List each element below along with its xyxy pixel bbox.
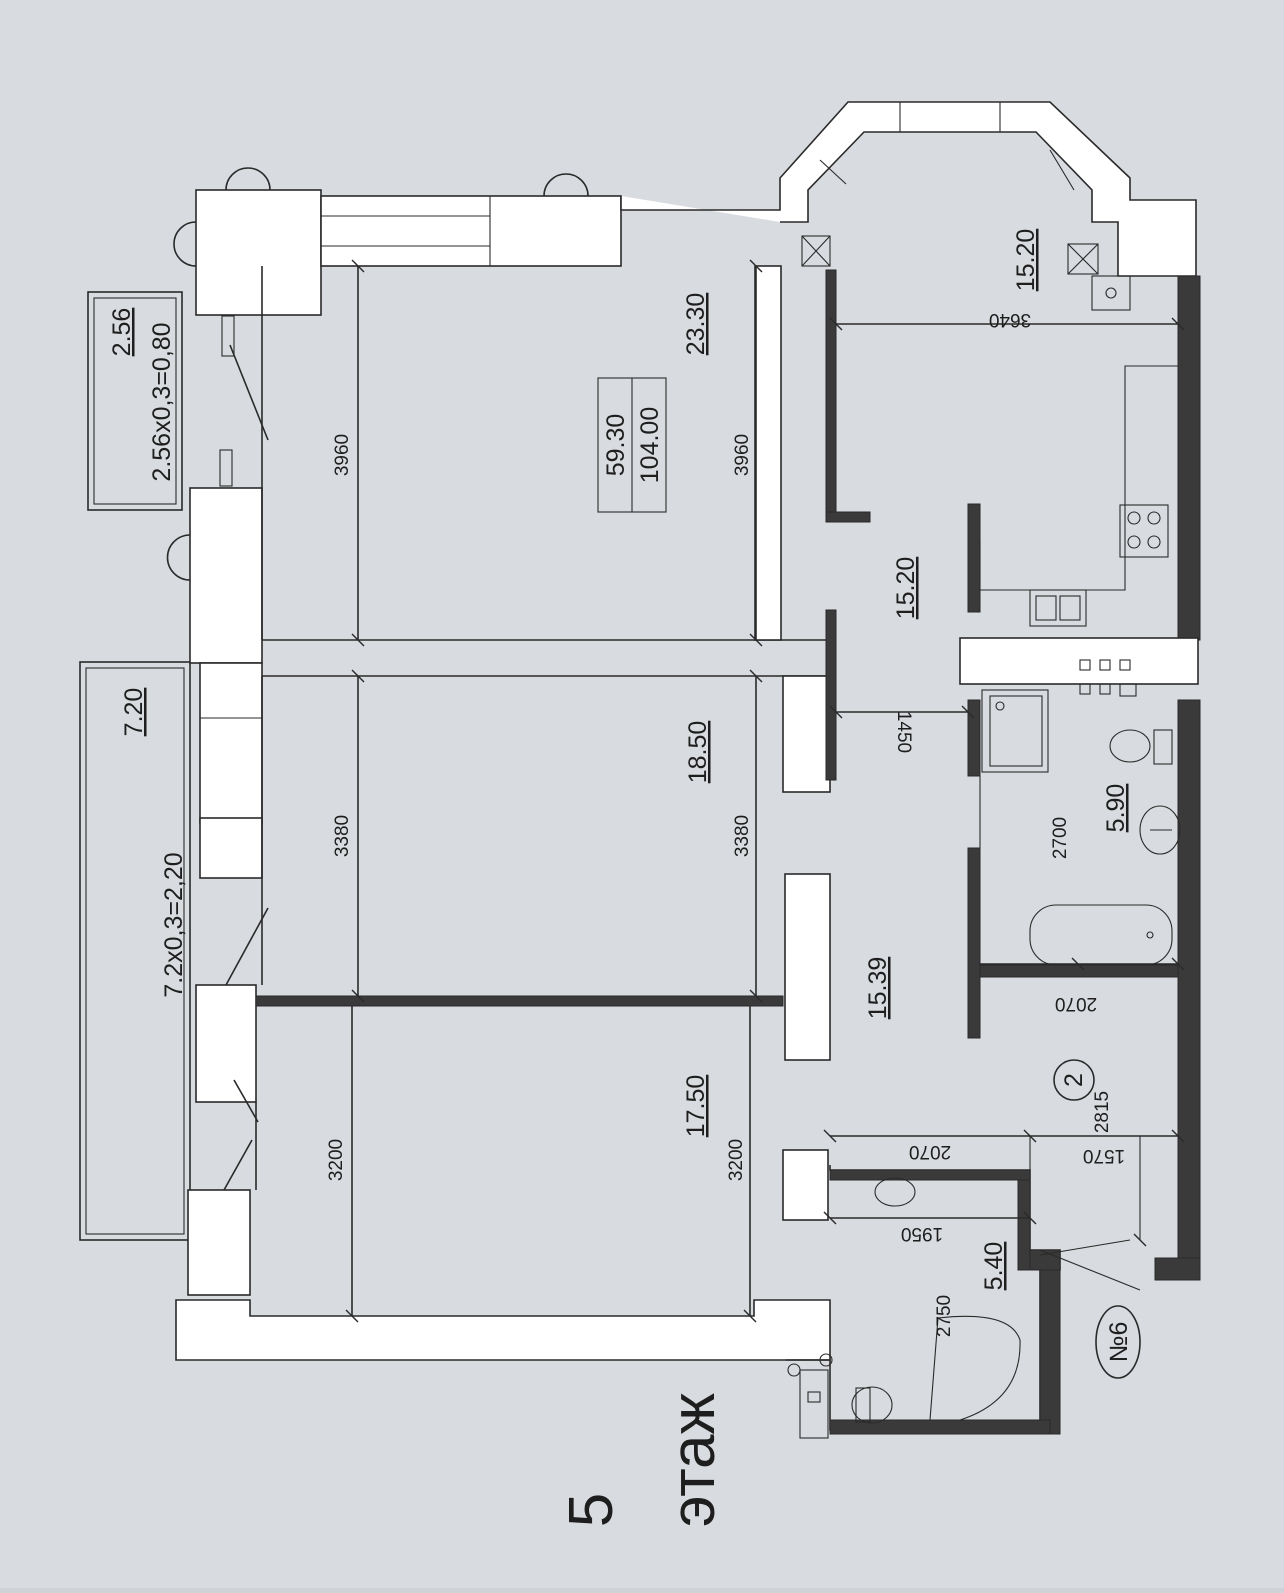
interior-walls [255,265,1201,1435]
door-swings [166,167,1131,1191]
riser-marker-label: 2 [1060,1073,1088,1087]
dimension-lines [345,259,1185,1323]
toilet-icon [1109,729,1151,763]
outer-walls [175,101,1197,1431]
bathroom-right-area: 5.90 [1102,784,1130,833]
corner-bath-icon [929,1315,1021,1421]
room-top-area: 23.30 [682,293,710,356]
room-middle-dimension-b: 3380 [732,815,753,857]
room-top-dimension-a: 3960 [332,434,353,476]
room-middle-area: 18.50 [684,721,712,784]
room-top-dimension-b: 3960 [732,434,753,476]
floor-number: 5 [557,1493,626,1527]
washbasin-icon [874,1177,916,1207]
living-area: 59.30 [602,414,630,477]
corridor-area: 15.39 [864,957,892,1020]
bath-left-dimension-c: 2750 [934,1295,955,1337]
sink-icon [1029,589,1087,627]
hall-gap-dimension: 1450 [893,711,914,753]
apartment-number: №6 [1105,1322,1133,1363]
bathroom-right-fixtures [981,659,1181,966]
washbasin-icon [1139,805,1181,855]
total-area: 104.00 [636,407,664,483]
entry-dimension-a: 1570 [1083,1145,1125,1166]
kitchen-fixtures [1029,504,1169,627]
balcony-large-area: 7.20 [120,688,148,737]
room-bottom-area: 17.50 [682,1075,710,1138]
bathroom-right-dimension: 2700 [1050,817,1071,859]
kitchen-width-dimension: 3640 [989,309,1031,330]
balcony-large-formula: 7.2x0,3=2,20 [160,852,188,997]
bathroom-left-fixtures [787,1177,1021,1439]
balcony-small-area: 2.56 [108,308,136,357]
room-bottom-dimension-a: 3200 [326,1139,347,1181]
toilet-icon [851,1386,893,1424]
corridor-dimension: 2070 [1055,993,1097,1014]
hall-upper-area: 15.20 [892,557,920,620]
bathtub-icon [1029,904,1173,966]
bath-left-dimension-a: 2070 [909,1141,951,1162]
bathroom-left-area: 5.40 [980,1242,1008,1291]
stove-icon [1119,504,1169,558]
entry-dimension-b: 2815 [1092,1091,1113,1133]
balcony-small-formula: 2.56x0,3=0,80 [148,322,176,481]
shower-icon [981,689,1049,773]
floor-word: этаж [659,1393,728,1527]
room-bottom-dimension-b: 3200 [726,1139,747,1181]
balcony-large [79,661,191,1241]
bath-left-dimension-b: 1950 [901,1223,943,1244]
room-middle-dimension-a: 3380 [332,815,353,857]
riser-marker [1053,1059,1095,1101]
kitchen-area: 15.20 [1012,229,1040,292]
apartment-number-badge [1095,1305,1141,1379]
balcony-small [87,291,183,511]
